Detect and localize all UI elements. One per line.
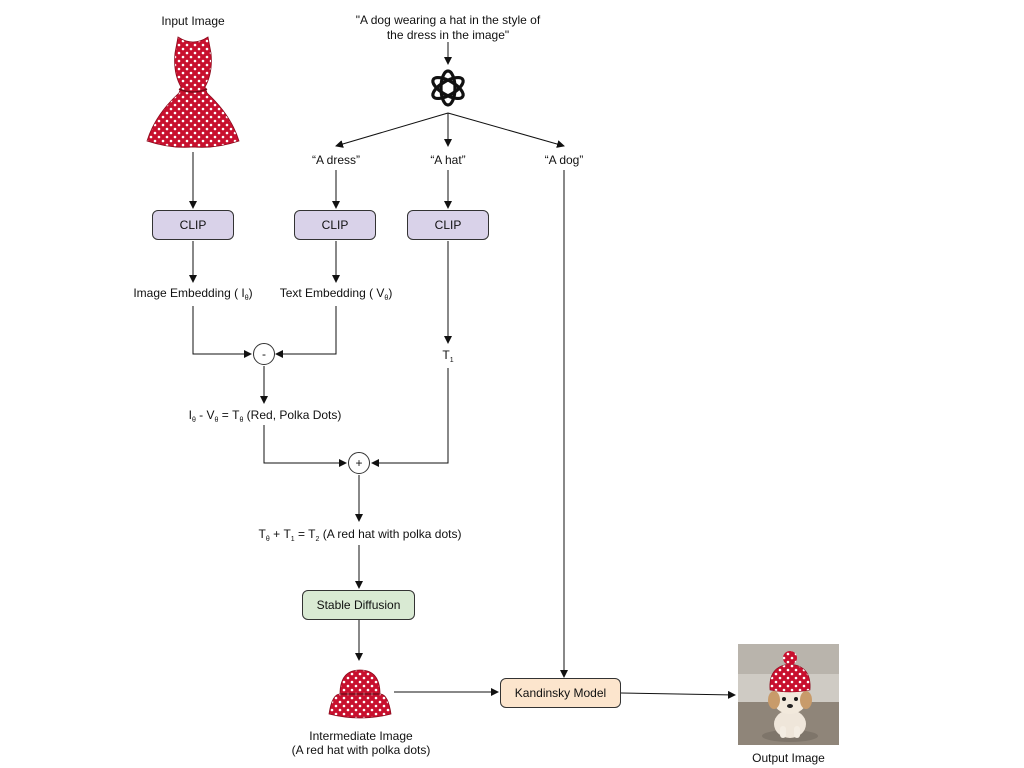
a-hat-label: “A hat” — [430, 153, 466, 167]
clip-box-image: CLIP — [152, 210, 234, 240]
intermediate-image-label: Intermediate Image (A red hat with polka… — [291, 729, 431, 757]
text-embedding-label: Text Embedding ( Vθ) — [279, 286, 393, 302]
a-dress-label: “A dress” — [311, 153, 360, 167]
dress-image — [146, 36, 240, 148]
clip-box-dress: CLIP — [294, 210, 376, 240]
sum-equation: Tθ + T1 = T2 (A red hat with polka dots) — [258, 527, 462, 543]
kandinsky-model-box: Kandinsky Model — [500, 678, 621, 708]
prompt-text: "A dog wearing a hat in the style of the… — [355, 13, 541, 42]
clip-label: CLIP — [179, 218, 207, 232]
output-image — [738, 644, 839, 745]
kandinsky-label: Kandinsky Model — [514, 686, 607, 700]
hat-image — [328, 669, 392, 719]
clip-box-hat: CLIP — [407, 210, 489, 240]
openai-logo-icon — [431, 69, 465, 107]
a-dog-label: “A dog” — [544, 153, 584, 167]
subtract-operator: - — [253, 343, 275, 365]
clip-label: CLIP — [321, 218, 349, 232]
difference-equation: Iθ - Vθ = Tθ (Red, Polka Dots) — [188, 408, 342, 424]
stable-diffusion-label: Stable Diffusion — [316, 598, 401, 612]
t1-label: T1 — [442, 348, 454, 364]
image-embedding-label: Image Embedding ( Iθ) — [133, 286, 253, 302]
output-image-label: Output Image — [752, 751, 825, 765]
add-operator: + — [348, 452, 370, 474]
clip-label: CLIP — [434, 218, 462, 232]
stable-diffusion-box: Stable Diffusion — [302, 590, 415, 620]
input-image-label: Input Image — [161, 14, 225, 28]
